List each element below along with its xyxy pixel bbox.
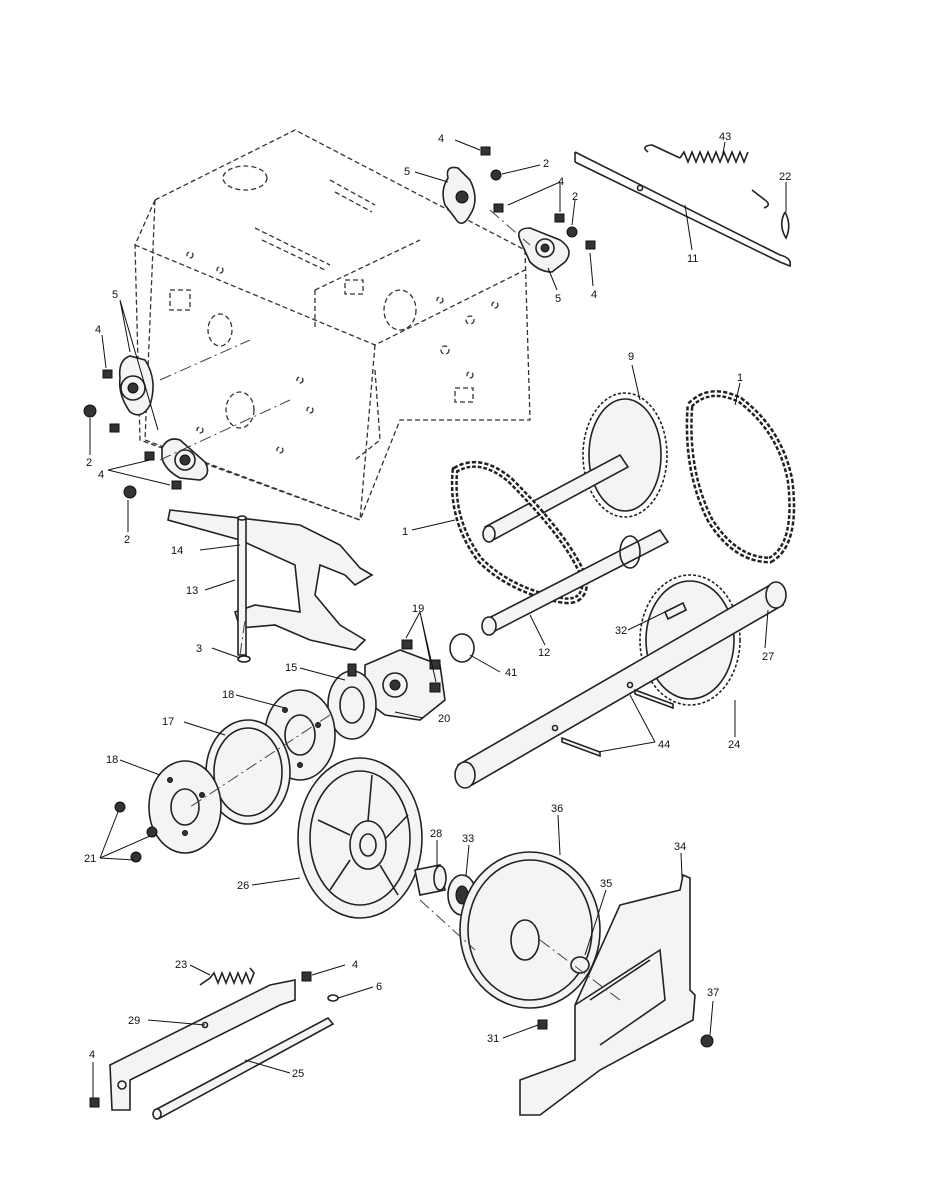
callout-1: 1 [737,372,743,384]
callout-2: 2 [86,457,92,469]
callout-12: 12 [538,647,550,659]
stub-shaft [414,864,447,896]
callout-5: 5 [112,289,118,301]
callout-15: 15 [285,662,297,674]
drive-wheel [297,757,423,919]
shift-link [574,151,792,268]
callout-13: 13 [186,585,198,597]
pivot-rod [152,1016,335,1120]
bushing [570,956,590,974]
callout-37: 37 [707,987,719,999]
leader-lines [89,139,787,1098]
callout-4: 4 [591,289,597,301]
extension-spring [644,144,770,209]
callout-19: 19 [412,603,424,615]
callout-20: 20 [438,713,450,725]
callout-18: 18 [222,689,234,701]
drive-chain-left [450,460,589,605]
callout-34: 34 [674,841,686,853]
callout-27: 27 [762,651,774,663]
hex-bolt [537,1019,548,1030]
square-key [663,601,688,621]
callout-5: 5 [555,293,561,305]
support-bracket [519,873,696,1116]
callout-25: 25 [292,1068,304,1080]
large-sprocket-upper [582,392,668,518]
callout-22: 22 [779,171,791,183]
callout-32: 32 [615,625,627,637]
bearing-flange-right [517,227,570,273]
callout-2: 2 [124,534,130,546]
bearing-flange-left-lower [161,438,209,481]
callout-14: 14 [171,545,183,557]
shift-bracket [167,509,374,651]
callout-31: 31 [487,1033,499,1045]
callout-23: 23 [175,959,187,971]
callout-5: 5 [404,166,410,178]
callout-28: 28 [430,828,442,840]
callout-41: 41 [505,667,517,679]
bolts-top [480,146,596,250]
callout-9: 9 [628,351,634,363]
callout-33: 33 [462,833,474,845]
callout-4: 4 [95,324,101,336]
bearing-flange-left-upper [118,355,154,416]
lock-nut [700,1034,714,1048]
hairpin-clip [780,211,790,240]
bearing-flange-top [442,166,476,225]
callout-17: 17 [162,716,174,728]
roll-pin [561,688,674,758]
drive-plate [148,760,222,854]
callout-4: 4 [89,1049,95,1061]
callout-6: 6 [376,981,382,993]
callout-4: 4 [438,133,444,145]
callout-24: 24 [728,739,740,751]
callout-18: 18 [106,754,118,766]
retaining-ring [449,633,475,663]
callout-4: 4 [352,959,358,971]
callout-labels: 4 5 2 4 2 5 4 43 22 11 5 4 2 4 2 9 1 1 1… [84,131,791,1080]
bearing-housing [364,649,446,721]
callout-11: 11 [687,253,698,265]
hub-flange [327,663,377,740]
housing-frame [134,129,531,521]
callout-21: 21 [84,853,96,865]
callout-44: 44 [658,739,670,751]
callout-3: 3 [196,643,202,655]
callout-4: 4 [98,469,104,481]
callout-2: 2 [572,191,578,203]
center-lines [159,209,621,1001]
callout-26: 26 [237,880,249,892]
callout-35: 35 [600,878,612,890]
intermediate-shaft [481,528,670,636]
callout-29: 29 [128,1015,140,1027]
callout-1: 1 [402,526,408,538]
flange-bolts [401,639,441,693]
cotter-ring [237,655,251,663]
callout-4: 4 [558,176,564,188]
friction-disc [459,851,601,1009]
drive-chain-right [685,390,796,564]
lower-bracket [109,979,296,1111]
axle [454,581,787,789]
lower-spring [199,967,255,986]
callout-43: 43 [719,131,731,143]
upper-shaft [482,453,630,543]
callout-2: 2 [543,158,549,170]
callout-36: 36 [551,803,563,815]
shift-rod [237,515,247,656]
